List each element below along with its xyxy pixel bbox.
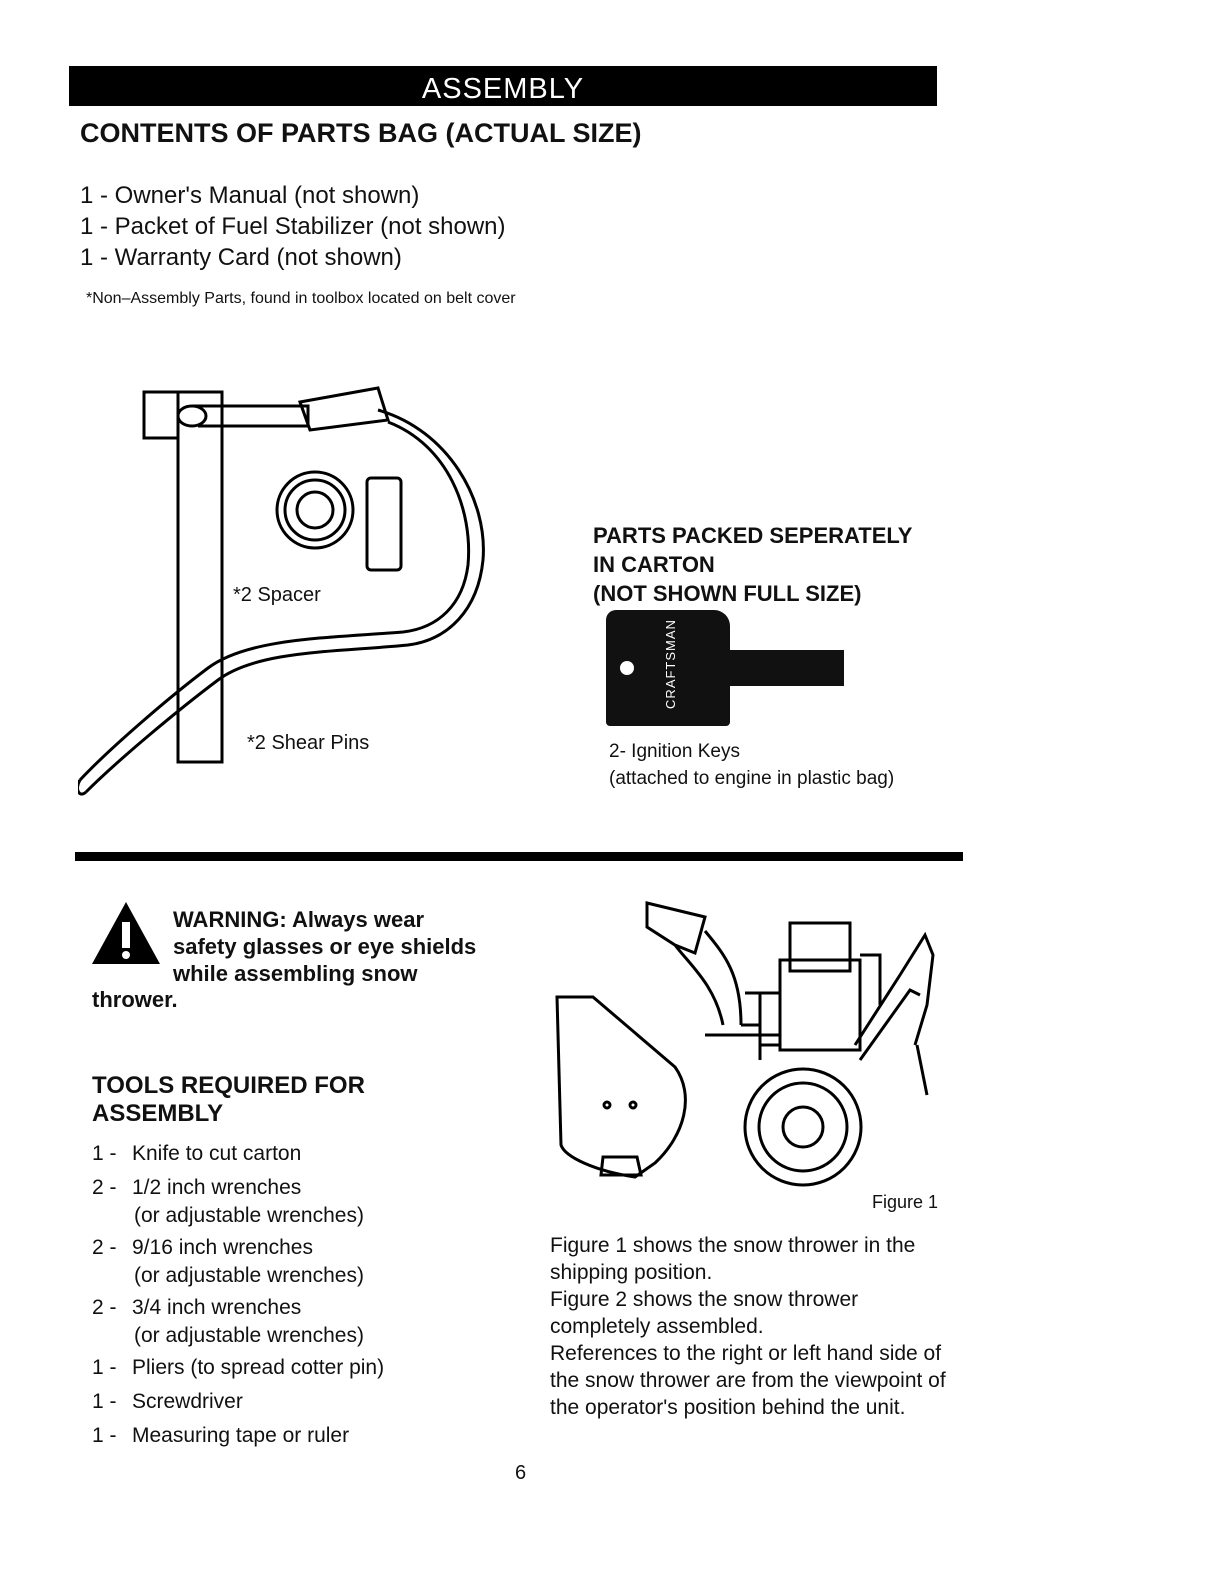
shear-pin-shape bbox=[176, 390, 224, 764]
key-brand: CRAFTSMAN bbox=[663, 619, 678, 709]
parts-bag-illustration bbox=[78, 386, 485, 796]
section-banner: ASSEMBLY bbox=[69, 66, 937, 106]
list-item: 2 -1/2 inch wrenches bbox=[92, 1176, 302, 1199]
list-item: 1 - Owner's Manual (not shown) bbox=[80, 182, 420, 209]
list-item: 1 - Warranty Card (not shown) bbox=[80, 244, 402, 271]
ignition-keys-caption: 2- Ignition Keys (attached to engine in … bbox=[609, 741, 895, 789]
key-blade-shape bbox=[720, 650, 844, 686]
packed-heading: PARTS PACKED SEPERATELY IN CARTON (NOT S… bbox=[593, 523, 913, 606]
list-item: 1 - Packet of Fuel Stabilizer (not shown… bbox=[80, 213, 506, 240]
chute-shape bbox=[645, 901, 707, 956]
list-item: 2 -3/4 inch wrenches bbox=[92, 1296, 302, 1319]
list-item: 2 -9/16 inch wrenches bbox=[92, 1236, 313, 1259]
list-item: 1 -Measuring tape or ruler bbox=[92, 1424, 350, 1447]
key-hole-shape bbox=[620, 661, 634, 675]
figure-caption: Figure 1 bbox=[872, 1192, 939, 1212]
warning-tail: thrower. bbox=[92, 987, 178, 1012]
contents-list: 1 - Owner's Manual (not shown) 1 - Packe… bbox=[80, 180, 506, 273]
list-item: 1 -Knife to cut carton bbox=[92, 1142, 302, 1165]
section-divider bbox=[75, 852, 963, 861]
contents-heading: CONTENTS OF PARTS BAG (ACTUAL SIZE) bbox=[80, 118, 642, 148]
warning-icon bbox=[92, 902, 160, 964]
warning-text: WARNING: Always wear safety glasses or e… bbox=[173, 907, 477, 986]
snow-thrower-illustration bbox=[555, 901, 935, 1187]
list-item: 1 -Pliers (to spread cotter pin) bbox=[92, 1356, 385, 1379]
wheel-shape bbox=[743, 1067, 863, 1187]
engine-shape bbox=[778, 958, 862, 1052]
tools-list: 1 -Knife to cut carton 2 -1/2 inch wrenc… bbox=[92, 1140, 384, 1450]
auger-housing-shape bbox=[555, 995, 687, 1179]
shear-pins-label: *2 Shear Pins bbox=[247, 732, 370, 754]
figure-description: Figure 1 shows the snow thrower in the s… bbox=[550, 1234, 946, 1419]
list-item: 1 -Screwdriver bbox=[92, 1390, 243, 1413]
spacer-shape bbox=[275, 470, 355, 550]
non-assembly-note: *Non–Assembly Parts, found in toolbox lo… bbox=[86, 290, 516, 307]
page-number: 6 bbox=[515, 1462, 527, 1484]
spacer-label: *2 Spacer bbox=[233, 584, 321, 606]
tools-heading: TOOLS REQUIRED FOR ASSEMBLY bbox=[92, 1072, 365, 1127]
